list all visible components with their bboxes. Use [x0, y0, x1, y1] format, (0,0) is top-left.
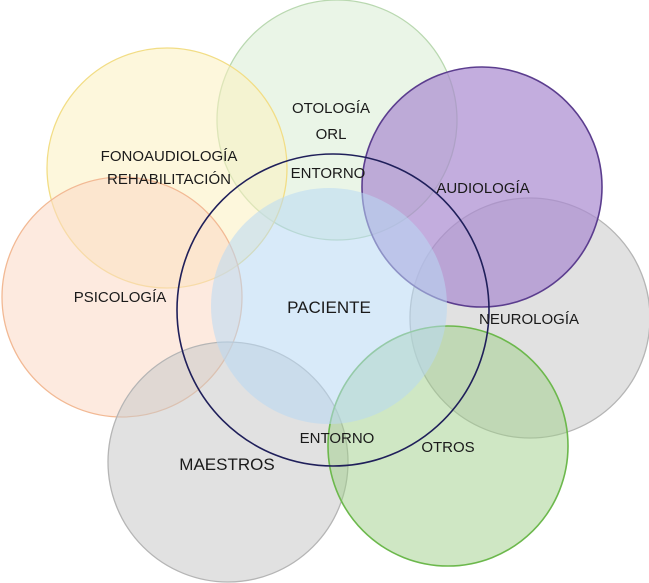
label-fonoaudiologia-line1: FONOAUDIOLOGÍA: [101, 148, 238, 165]
environment-ring: [176, 153, 490, 467]
circle-paciente: [211, 188, 447, 424]
label-paciente: PACIENTE: [287, 298, 371, 317]
label-psicologia: PSICOLOGÍA: [74, 289, 167, 306]
label-entorno-top: ENTORNO: [291, 165, 366, 182]
label-otros: OTROS: [421, 439, 474, 456]
label-otologia-line2: ORL: [316, 126, 347, 143]
label-otologia-line1: OTOLOGÍA: [292, 100, 370, 117]
label-entorno-bottom: ENTORNO: [300, 430, 375, 447]
label-neurologia: NEUROLOGÍA: [479, 311, 579, 328]
label-audiologia: AUDIOLOGÍA: [436, 180, 529, 197]
label-maestros: MAESTROS: [179, 455, 274, 474]
label-fonoaudiologia-line2: REHABILITACIÓN: [107, 171, 231, 188]
